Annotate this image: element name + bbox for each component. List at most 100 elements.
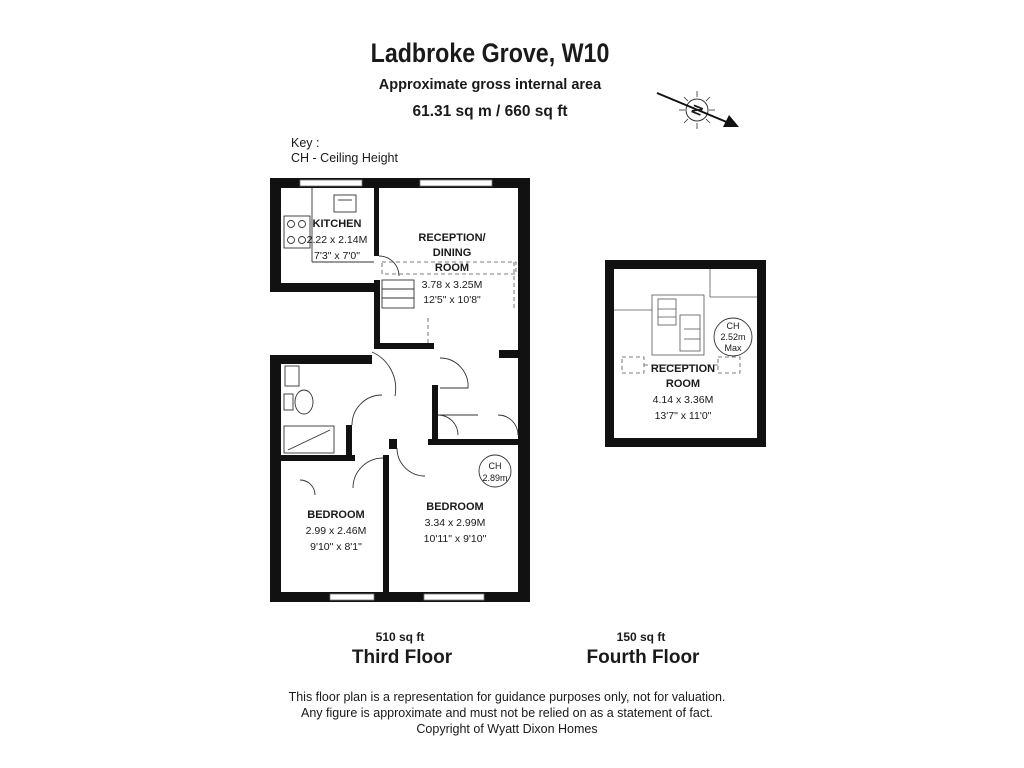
fourth-wall-bottom — [605, 438, 766, 447]
fourth-floor-walls — [605, 260, 766, 447]
fourth-wall-top — [605, 260, 766, 269]
reception-name-2: DINING — [433, 247, 472, 259]
reception-door-swing — [439, 357, 469, 389]
bedroom-right-metric: 3.34 x 2.99M — [425, 517, 486, 529]
hall-door-swing — [371, 351, 397, 397]
fourth-floor-sqft: 150 sq ft — [616, 630, 666, 644]
ceiling-height-circle — [478, 454, 512, 488]
key-heading: Key : — [291, 136, 320, 150]
window-bedroom-left — [329, 593, 375, 601]
bedroom-right-name: BEDROOM — [426, 501, 483, 513]
cupboard-door-swing — [497, 414, 519, 436]
wall-bottom — [270, 592, 530, 602]
toilet-cistern — [283, 393, 294, 411]
north-arrow-icon: N — [656, 91, 739, 129]
bedroom-left-door-swing — [352, 457, 384, 489]
wall-bedroom-top — [428, 439, 518, 445]
disclaimer-line-1: This floor plan is a representation for … — [288, 690, 726, 704]
disclaimer-line-3: Copyright of Wyatt Dixon Homes — [416, 722, 598, 736]
wall-left-lower — [270, 355, 281, 602]
window-reception — [419, 179, 493, 187]
wall-left-kitchen — [270, 178, 281, 292]
gross-area: 61.31 sq m / 660 sq ft — [412, 103, 568, 120]
reception-metric: 3.78 x 3.25M — [422, 279, 483, 291]
bedroom-right-door-swing — [396, 447, 426, 477]
hob-ring — [287, 236, 295, 244]
ceiling-height-label: CH — [489, 461, 502, 471]
bedroom-left-metric: 2.99 x 2.46M — [306, 525, 367, 537]
wall-right — [518, 178, 530, 602]
third-floor-windows — [299, 179, 493, 601]
bedroom-right-imperial: 10'11" x 9'10" — [424, 533, 487, 545]
compass-arrowhead — [723, 115, 739, 127]
wall-bathroom-bottom — [281, 455, 355, 461]
velux-left — [621, 356, 645, 374]
bathroom-door-swing — [351, 394, 383, 426]
velux-right — [717, 356, 741, 374]
wall-kitchen-bottom — [270, 283, 378, 292]
wall-reception-left — [374, 280, 380, 348]
third-floor-name: Third Floor — [351, 647, 453, 668]
bedroom-left-name: BEDROOM — [307, 509, 364, 521]
ceiling-height-value-fourth: 2.52m — [720, 332, 745, 342]
wall-cupboard-left — [432, 385, 438, 445]
wall-reception-stub — [499, 350, 518, 358]
kitchen-metric: 2.22 x 2.14M — [307, 234, 368, 246]
wardrobe-swing — [299, 479, 316, 496]
reception-imperial: 12'5" x 10'8" — [423, 294, 481, 306]
fourth-floor-dashed — [621, 356, 741, 374]
kitchen-name: KITCHEN — [313, 218, 362, 230]
reception-name-1: RECEPTION/ — [418, 232, 485, 244]
hob-ring — [298, 236, 306, 244]
wall-hall-top — [374, 343, 434, 349]
third-floor-internal-walls — [281, 188, 518, 592]
fourth-floor-name: Fourth Floor — [586, 647, 700, 668]
kitchen-imperial: 7'3" x 7'0" — [314, 250, 360, 262]
stair-block — [657, 298, 677, 326]
kitchen-label-group: KITCHEN 2.22 x 2.14M 7'3" x 7'0" — [307, 218, 368, 262]
hob-ring — [298, 220, 306, 228]
wall-top-left — [270, 178, 530, 188]
plan-title: Ladbroke Grove, W10 — [370, 38, 610, 68]
bedroom-left-label-group: BEDROOM 2.99 x 2.46M 9'10" x 8'1" — [306, 509, 367, 553]
disclaimer-line-2: Any figure is approximate and must not b… — [300, 706, 714, 720]
ceiling-height-label-fourth: CH — [727, 321, 740, 331]
hob-ring — [287, 220, 295, 228]
ceiling-height-note-fourth: Max — [724, 343, 742, 353]
fourth-reception-imperial: 13'7" x 11'0" — [655, 410, 712, 422]
window-kitchen — [299, 179, 363, 187]
third-floor-dashed — [381, 261, 517, 343]
fourth-wall-left — [605, 260, 614, 447]
third-floor-outer-walls — [270, 178, 530, 602]
toilet — [294, 389, 314, 415]
fourth-wall-right — [757, 260, 766, 447]
ceiling-height-circle-fourth — [713, 317, 753, 357]
fourth-floor-plan: CH 2.52m Max RECEPTION ROOM 4.14 x 3.36M… — [605, 260, 766, 447]
shower-tray — [283, 425, 335, 454]
wall-bathroom-right — [346, 425, 352, 461]
fourth-reception-label-group: RECEPTION ROOM 4.14 x 3.36M 13'7" x 11'0… — [651, 363, 715, 422]
compass-rays — [679, 91, 715, 129]
stair-block — [679, 314, 701, 352]
wall-bedroom-hall — [389, 439, 397, 449]
third-floor-sqft: 510 sq ft — [375, 630, 425, 644]
wall-bathroom-top — [270, 355, 372, 364]
third-floor-fixtures — [283, 188, 519, 496]
kitchen-sink — [333, 194, 357, 213]
reception-label-group: RECEPTION/ DINING ROOM 3.78 x 3.25M 12'5… — [418, 232, 485, 306]
stairwell — [651, 294, 705, 356]
cupboard-door-swing — [437, 414, 459, 436]
window-bedroom-right — [423, 593, 485, 601]
kitchen-door-swing — [378, 255, 400, 277]
ceiling-height-value: 2.89m — [482, 473, 507, 483]
fourth-reception-metric: 4.14 x 3.36M — [653, 394, 714, 406]
wall-bedroom-divide — [383, 455, 389, 592]
basin — [284, 365, 300, 387]
hob — [283, 215, 311, 249]
key-item: CH - Ceiling Height — [291, 151, 398, 165]
shower-line — [287, 429, 331, 451]
plan-subtitle: Approximate gross internal area — [378, 77, 602, 93]
wall-kitchen-right — [374, 188, 379, 256]
bedroom-right-label-group: BEDROOM 3.34 x 2.99M 10'11" x 9'10" — [424, 501, 487, 545]
